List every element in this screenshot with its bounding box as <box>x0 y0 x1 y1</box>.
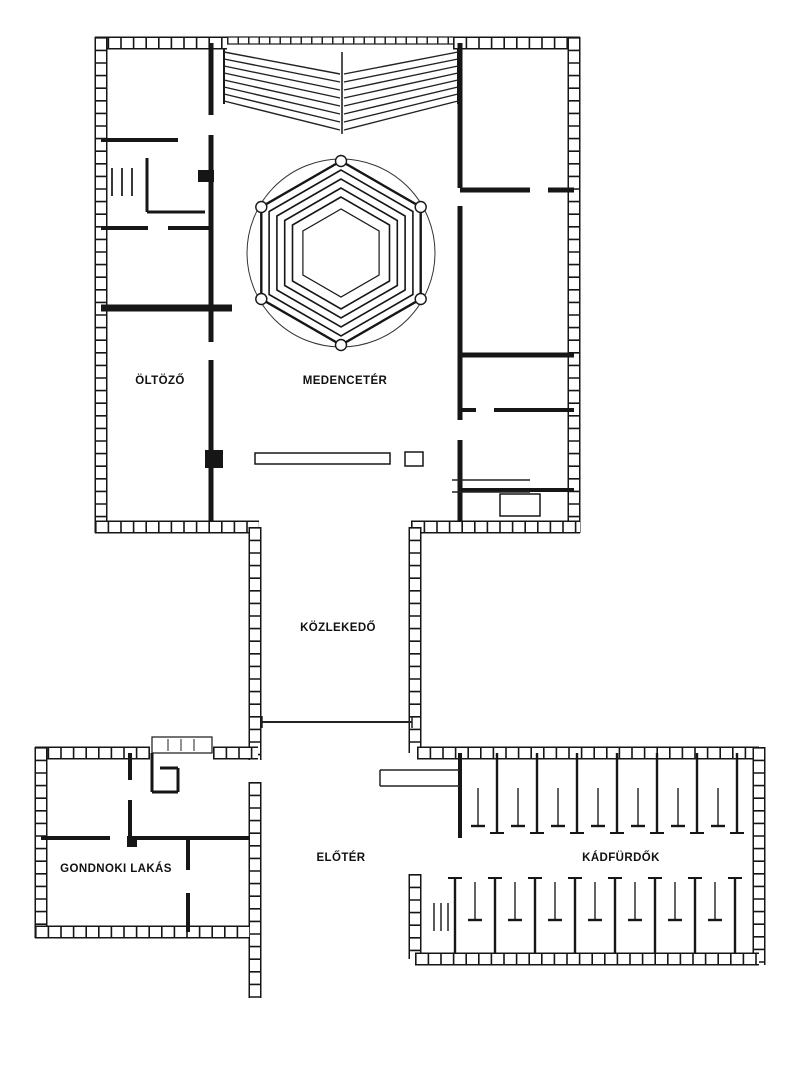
interior-walls <box>41 43 574 932</box>
room-label-gondnoki-lakas: GONDNOKI LAKÁS <box>60 863 172 875</box>
detail-lines <box>111 36 530 931</box>
exterior-walls <box>34 36 766 998</box>
room-label-kadfurdok: KÁDFÜRDŐK <box>582 852 660 864</box>
entrance-stairs <box>223 51 459 131</box>
room-label-eloter: ELŐTÉR <box>316 852 366 864</box>
fixtures <box>127 170 541 847</box>
room-label-medenceter: MEDENCETÉR <box>302 375 388 387</box>
room-label-oltozo: ÖLTÖZŐ <box>135 375 185 387</box>
room-label-kozlekedo: KÖZLEKEDŐ <box>300 622 376 634</box>
bath-cubicles <box>448 753 744 953</box>
pool-hexagon <box>246 154 436 352</box>
